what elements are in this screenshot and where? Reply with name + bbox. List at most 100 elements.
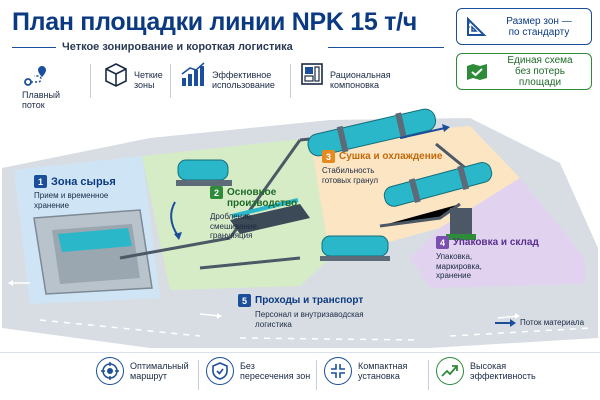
zone-4-label: 4 Упаковка и склад Упаковка, маркировка,… (436, 236, 539, 281)
feature-efficient-use: Эффективное использование (180, 62, 275, 90)
zone-size-badge: Размер зон — по стандарту (456, 8, 592, 45)
benefit-label: Без (240, 361, 255, 371)
zone-desc-line: хранение (34, 200, 70, 210)
bar-chart-icon (181, 62, 205, 86)
zone-desc-line: логистика (255, 319, 292, 329)
benefit-icon-circle (96, 357, 124, 385)
zone-number: 4 (436, 236, 449, 249)
route-icon (24, 66, 46, 86)
zone-2-label: 2 Основное производство Дробление, смеши… (210, 186, 297, 241)
benefit-icon-circle (206, 357, 234, 385)
feature-divider (290, 64, 291, 98)
zone-number: 1 (34, 175, 47, 188)
benefit-label: маршрут (130, 371, 167, 381)
feature-rational-layout: Рациональная компоновка (300, 62, 391, 90)
target-icon (101, 362, 119, 380)
benefit-label: Высокая (470, 361, 507, 371)
zone-desc-line: Дробление, (210, 212, 254, 221)
benefit-divider (316, 360, 317, 390)
benefit-label: Компактная (358, 361, 408, 371)
raw-materials-hopper (58, 228, 132, 252)
zone-desc-line: хранение (436, 271, 472, 280)
zone-name: Зона сырья (51, 175, 116, 188)
subtitle-divider-right (328, 47, 444, 48)
feature-smooth-flow: Плавный поток (22, 62, 60, 110)
benefit-label: эффективность (470, 371, 536, 381)
benefit-divider (428, 360, 429, 390)
benefit-icon-circle (324, 357, 352, 385)
feature-clear-zones: Четкие зоны (104, 62, 163, 90)
cooler-drum (383, 162, 493, 207)
mixer-unit (230, 198, 310, 234)
feature-label: Четкие (134, 70, 163, 80)
zone-number: 3 (322, 150, 335, 163)
road-markings (39, 319, 591, 341)
badge-line: Единая схема (507, 55, 573, 66)
zone-name: Сушка и охлаждение (339, 151, 443, 162)
unified-scheme-badge: Единая схема без потерь площади (456, 53, 592, 90)
site-plan (2, 108, 598, 348)
cube-icon (105, 63, 127, 87)
benefit-label: Оптимальный (130, 361, 189, 371)
benefit-compact-install: Компактная установка (324, 357, 407, 385)
zone-desc-line: смешивание, (210, 221, 260, 231)
page-title: План площадки линии NPK 15 т/ч (12, 8, 417, 36)
zone-3-label: 3 Сушка и охлаждение Стабильность готовы… (322, 150, 442, 185)
feature-label: поток (22, 100, 45, 110)
zone-desc-line: Прием и временное (34, 191, 109, 200)
arrow-right-icon (495, 318, 516, 327)
zone-number: 2 (210, 186, 223, 199)
benefit-high-efficiency: Высокая эффективность (436, 357, 536, 385)
zone-desc-line: Упаковка, (436, 252, 473, 261)
feature-label: Эффективное (212, 70, 272, 80)
feature-label: Плавный (22, 90, 60, 100)
feature-label: Рациональная (330, 70, 391, 80)
zone-number: 5 (238, 294, 251, 307)
granulator-unit (320, 235, 390, 261)
crusher-unit (176, 159, 232, 186)
zone-desc-line: маркировка, (436, 261, 482, 271)
benefit-optimal-route: Оптимальный маршрут (96, 357, 189, 385)
feature-label: зоны (134, 80, 155, 90)
legend-label: Поток материала (520, 318, 585, 327)
page-subtitle: Четкое зонирование и короткая логистика (62, 41, 293, 53)
benefit-icon-circle (436, 357, 464, 385)
dryer-drum (307, 108, 437, 157)
zone-1-label: 1 Зона сырья Прием и временное хранение (34, 175, 116, 210)
map-check-icon (467, 63, 487, 80)
ruler-triangle-icon (467, 16, 487, 36)
zone-name: Основное (227, 187, 277, 198)
feature-divider (170, 64, 171, 98)
zone-desc-line: грануляция (210, 231, 253, 240)
subtitle-divider-left (12, 47, 56, 48)
badge-line: Размер зон — (506, 15, 572, 27)
conveyor-belt (119, 236, 231, 260)
feature-label: компоновка (330, 80, 380, 90)
feature-label: использование (212, 80, 275, 90)
zone-desc-line: Персонал и внутризаводская (255, 310, 364, 319)
walkway-arrow (10, 282, 519, 319)
packaging-machine (446, 208, 476, 240)
zone-name: Упаковка и склад (453, 237, 539, 248)
benefit-divider (198, 360, 199, 390)
conveyor-belt (199, 256, 301, 270)
material-flow-legend: Поток материала (494, 318, 584, 327)
shield-icon (212, 362, 228, 380)
zone-name: производство (227, 198, 298, 209)
zone-desc-line: Стабильность (322, 166, 375, 175)
zone-name: Проходы и транспорт (255, 295, 364, 306)
material-flow-arrow (399, 127, 446, 139)
benefit-no-zone-crossing: Без пересечения зон (206, 357, 310, 385)
zone-5-label: 5 Проходы и транспорт Персонал и внутриз… (238, 294, 364, 329)
badge-line: по стандарту (508, 26, 570, 38)
material-flow-arrow (170, 201, 179, 237)
benefit-label: пересечения зон (240, 371, 311, 381)
compress-icon (331, 364, 345, 378)
benefit-label: установка (358, 371, 400, 381)
trend-up-icon (441, 365, 458, 377)
zone-desc-line: готовых гранул (322, 175, 378, 185)
badge-line: без потерь площади (515, 66, 565, 88)
feature-divider (90, 64, 91, 98)
layout-icon (301, 63, 323, 85)
zone-packaging-warehouse (410, 178, 585, 288)
